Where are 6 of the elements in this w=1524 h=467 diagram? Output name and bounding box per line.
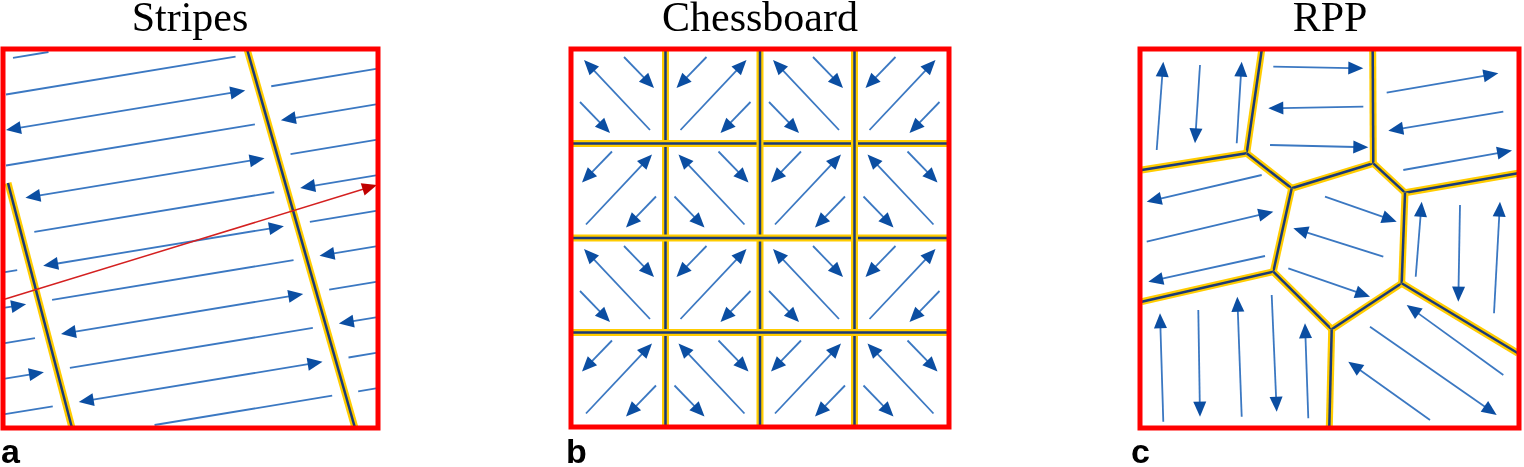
panel-letter: a <box>1 434 20 467</box>
panel-title: Stripes <box>131 0 249 38</box>
panel-title: RPP <box>1292 0 1368 38</box>
panel-letter: b <box>566 434 587 467</box>
panel-letter: c <box>1131 434 1150 467</box>
panel-title: Chessboard <box>662 0 858 38</box>
